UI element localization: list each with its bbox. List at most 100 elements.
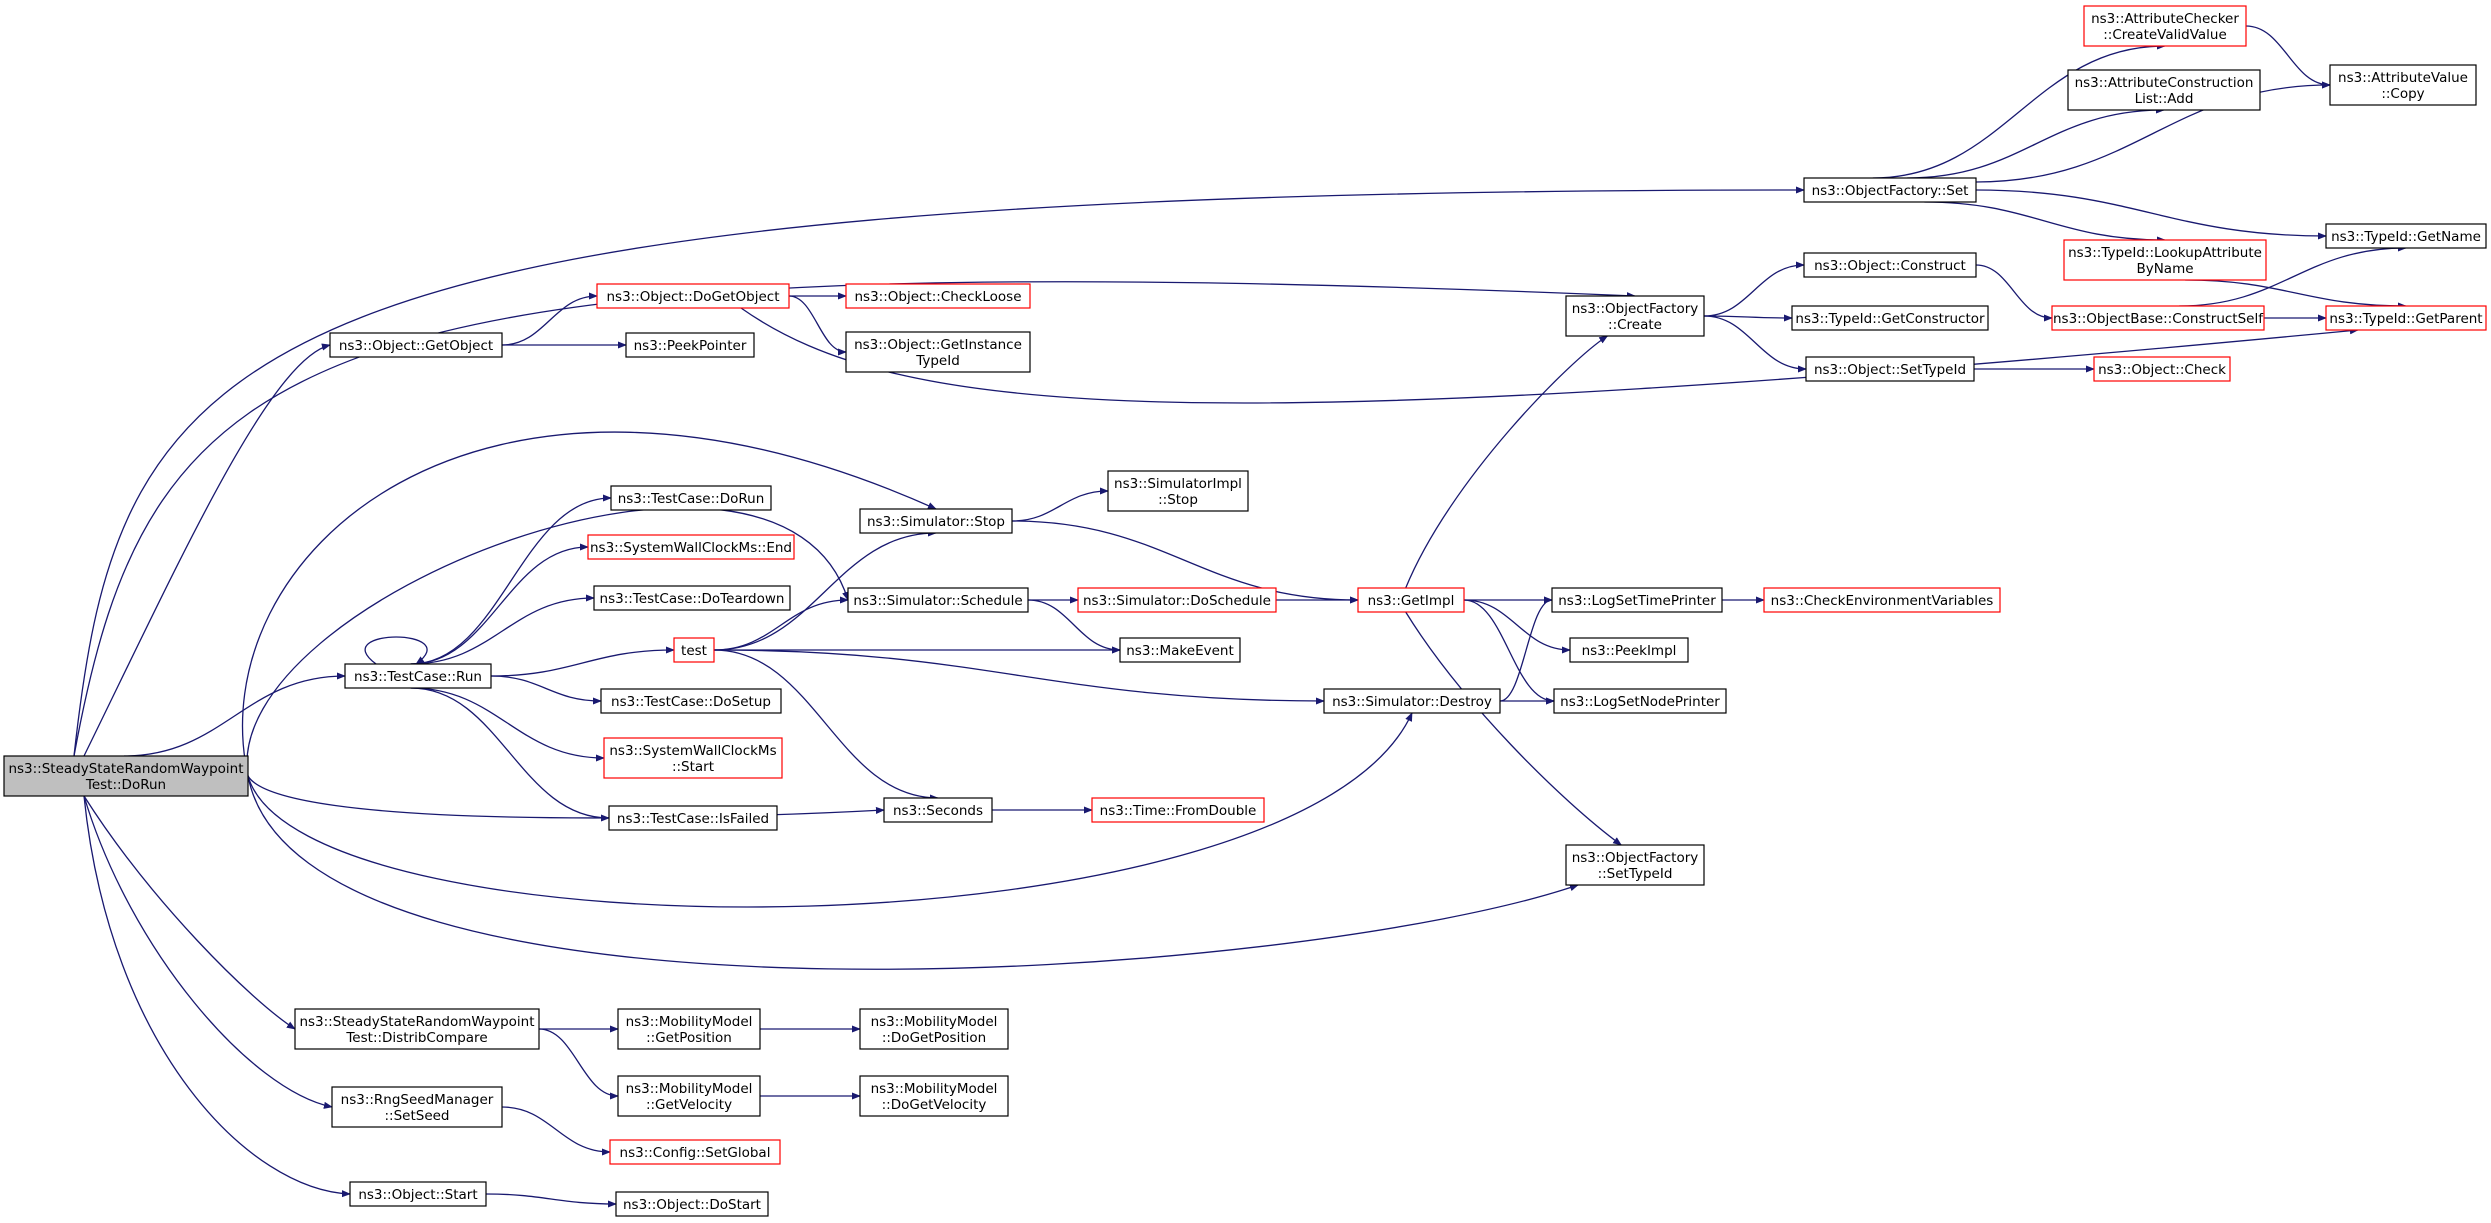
node-test[interactable]: test (673, 637, 715, 663)
node-getconstructor[interactable]: ns3::TypeId::GetConstructor (1791, 305, 1989, 331)
node-ofcreate[interactable]: ns3::ObjectFactory::Create (1565, 295, 1705, 337)
node-syswallend[interactable]: ns3::SystemWallClockMs::End (587, 534, 795, 560)
node-simstop[interactable]: ns3::Simulator::Stop (859, 508, 1013, 534)
node-label: ns3::Simulator::Stop (867, 514, 1005, 530)
node-box (2325, 305, 2487, 331)
node-logsetnodeprinter[interactable]: ns3::LogSetNodePrinter (1553, 688, 1727, 714)
node-simdestroy[interactable]: ns3::Simulator::Destroy (1323, 688, 1501, 714)
node-ofsettypeid[interactable]: ns3::ObjectFactory::SetTypeId (1565, 844, 1705, 886)
node-label: Test::DistribCompare (345, 1030, 487, 1046)
node-label: ns3::Seconds (893, 803, 983, 819)
node-label: ns3::SimulatorImpl (1114, 476, 1242, 492)
node-box (615, 1191, 769, 1217)
node-syswallstart[interactable]: ns3::SystemWallClockMs::Start (603, 737, 783, 779)
node-peekpointer[interactable]: ns3::PeekPointer (625, 332, 755, 358)
node-label: ns3::SteadyStateRandomWaypoint (8, 761, 243, 777)
node-isfailed[interactable]: ns3::TestCase::IsFailed (608, 805, 778, 831)
node-typeidgetname[interactable]: ns3::TypeId::GetName (2325, 223, 2487, 249)
edge-attrcheckcreate-to-attrvaluecopy (2245, 25, 2331, 89)
node-label: ns3::MobilityModel (871, 1081, 998, 1097)
node-objsettypeid[interactable]: ns3::Object::SetTypeId (1805, 356, 1975, 382)
node-box (1565, 295, 1705, 337)
node-doteardown[interactable]: ns3::TestCase::DoTeardown (593, 585, 791, 611)
node-label: ns3::Object::Start (358, 1187, 477, 1203)
edge-root-to-getobject (83, 343, 331, 757)
edge-ofset-to-lookupattr (1924, 201, 2166, 244)
node-box (883, 797, 993, 823)
node-rngsetseed[interactable]: ns3::RngSeedManager::SetSeed (331, 1086, 503, 1128)
edge-root-to-objstart (83, 795, 351, 1198)
node-box (859, 1008, 1009, 1050)
node-logsettimeprinter[interactable]: ns3::LogSetTimePrinter (1551, 587, 1723, 613)
node-label: ns3::Simulator::DoSchedule (1083, 593, 1271, 609)
edge-layer (73, 25, 2407, 1208)
node-objcheck[interactable]: ns3::Object::Check (2093, 356, 2231, 382)
edge-root-to-ofset (73, 186, 1805, 757)
node-label: ns3::Simulator::Schedule (853, 593, 1022, 609)
node-makeevent[interactable]: ns3::MakeEvent (1119, 637, 1241, 663)
node-checkenv[interactable]: ns3::CheckEnvironmentVariables (1763, 587, 2001, 613)
node-checkloose[interactable]: ns3::Object::CheckLoose (845, 283, 1031, 309)
node-box (609, 1139, 781, 1165)
node-typeidgetparent[interactable]: ns3::TypeId::GetParent (2325, 305, 2487, 331)
edge-ofcreate-to-objconstruct (1703, 261, 1805, 317)
node-mmgetposition[interactable]: ns3::MobilityModel::GetPosition (617, 1008, 761, 1050)
node-label: ns3::TypeId::GetParent (2329, 311, 2482, 327)
node-label: ::Start (672, 759, 714, 775)
node-getobject[interactable]: ns3::Object::GetObject (329, 332, 503, 358)
node-label: ns3::Object::GetInstance (854, 337, 1022, 353)
node-label: ::SetSeed (384, 1108, 449, 1124)
edge-root-to-distribcompare (83, 795, 296, 1030)
node-dosetup[interactable]: ns3::TestCase::DoSetup (600, 688, 782, 714)
node-box (600, 688, 782, 714)
node-mmdogetvelocity[interactable]: ns3::MobilityModel::DoGetVelocity (859, 1075, 1009, 1117)
edge-root-to-simschedule (246, 507, 850, 777)
node-ofset[interactable]: ns3::ObjectFactory::Set (1803, 177, 1977, 203)
node-label: Test::DoRun (85, 777, 166, 793)
node-testcasedorun[interactable]: ns3::TestCase::DoRun (610, 485, 772, 511)
node-simimplstop[interactable]: ns3::SimulatorImpl::Stop (1107, 470, 1249, 512)
node-fromdouble[interactable]: ns3::Time::FromDouble (1091, 797, 1265, 823)
edge-getimpl-to-ofsettypeid (1405, 611, 1622, 846)
node-configsetglobal[interactable]: ns3::Config::SetGlobal (609, 1139, 781, 1165)
node-box (1323, 688, 1501, 714)
edge-testcaserun-to-testcasedorun (410, 494, 612, 665)
node-label: ns3::TestCase::DoSetup (611, 694, 771, 710)
node-attrvaluecopy[interactable]: ns3::AttributeValue::Copy (2329, 64, 2477, 106)
node-getimpl[interactable]: ns3::GetImpl (1357, 587, 1465, 613)
edge-testcaserun-to-doteardown (410, 594, 595, 665)
node-objdostart[interactable]: ns3::Object::DoStart (615, 1191, 769, 1217)
node-attrcheckcreate[interactable]: ns3::AttributeChecker::CreateValidValue (2083, 5, 2247, 47)
node-label: ns3::ObjectBase::ConstructSelf (2053, 311, 2264, 327)
node-mmdogetposition[interactable]: ns3::MobilityModel::DoGetPosition (859, 1008, 1009, 1050)
node-label: ns3::TypeId::GetName (2331, 229, 2481, 245)
node-distribcompare[interactable]: ns3::SteadyStateRandomWaypointTest::Dist… (294, 1008, 540, 1050)
node-label: ns3::Object::CheckLoose (854, 289, 1021, 305)
node-objconstruct[interactable]: ns3::Object::Construct (1803, 252, 1977, 278)
edge-root-to-ofsettypeid (247, 775, 1579, 970)
node-box (847, 587, 1029, 613)
node-dogetobject[interactable]: ns3::Object::DoGetObject (596, 283, 790, 309)
node-simschedule[interactable]: ns3::Simulator::Schedule (847, 587, 1029, 613)
node-label: ns3::AttributeValue (2338, 70, 2468, 86)
node-layer: ns3::SteadyStateRandomWaypointTest::DoRu… (3, 5, 2487, 1217)
edge-objstart-to-objdostart (485, 1193, 617, 1208)
node-label: ns3::Object::Check (2098, 362, 2226, 378)
node-box (2051, 305, 2265, 331)
node-doschedule[interactable]: ns3::Simulator::DoSchedule (1077, 587, 1277, 613)
node-root[interactable]: ns3::SteadyStateRandomWaypointTest::DoRu… (3, 755, 249, 797)
node-peekimpl[interactable]: ns3::PeekImpl (1569, 637, 1689, 663)
node-testcaserun[interactable]: ns3::TestCase::Run (344, 663, 492, 689)
node-constructself[interactable]: ns3::ObjectBase::ConstructSelf (2051, 305, 2265, 331)
node-label: ::GetVelocity (646, 1097, 732, 1113)
node-seconds[interactable]: ns3::Seconds (883, 797, 993, 823)
node-label: ns3::TestCase::DoRun (618, 491, 765, 507)
node-box (617, 1075, 761, 1117)
node-objstart[interactable]: ns3::Object::Start (349, 1181, 487, 1207)
node-mmgetvelocity[interactable]: ns3::MobilityModel::GetVelocity (617, 1075, 761, 1117)
edge-testcaserun-to-test (490, 646, 675, 677)
